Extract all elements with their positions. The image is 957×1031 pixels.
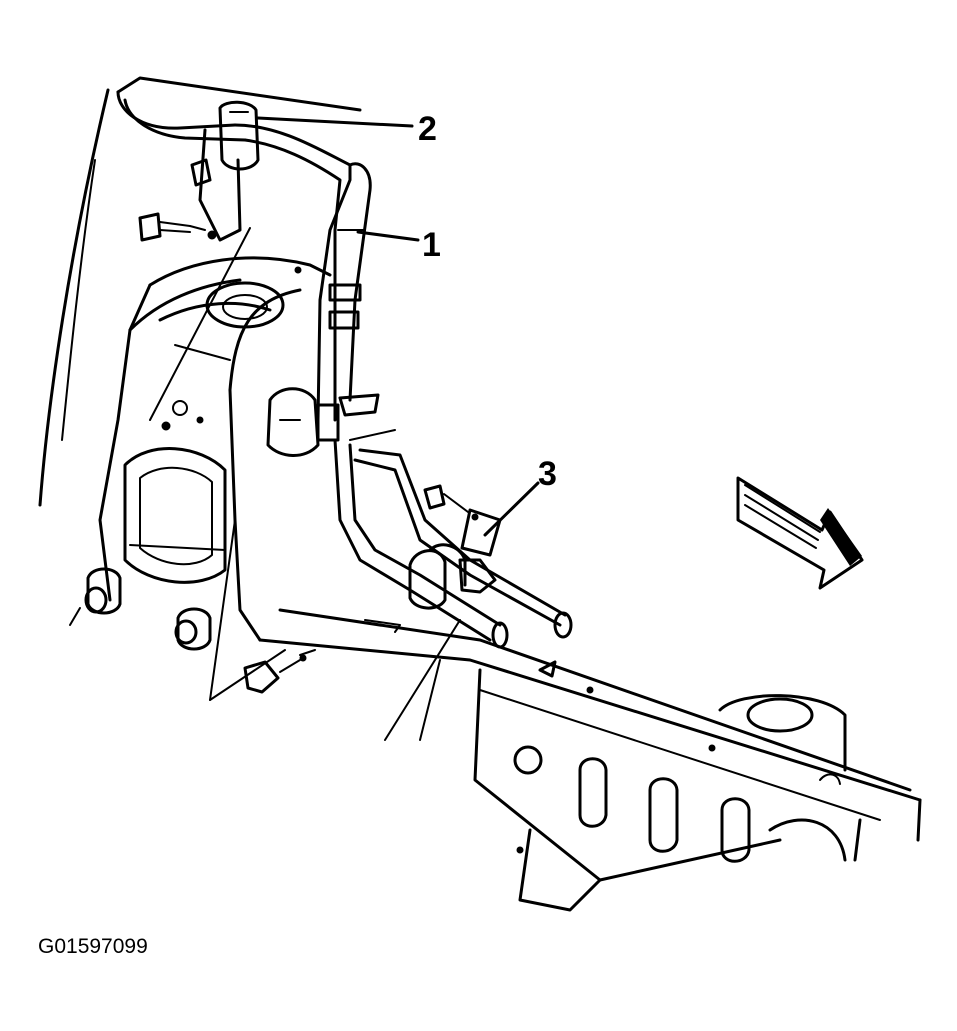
figure-id: G01597099 bbox=[38, 935, 148, 958]
hose-3 bbox=[333, 438, 573, 649]
hose-top-loop bbox=[116, 90, 260, 242]
front-direction-arrow bbox=[736, 476, 864, 590]
frame-rail bbox=[258, 608, 922, 912]
bolt-upper bbox=[138, 212, 217, 242]
callout-leaders bbox=[256, 116, 540, 537]
callout-2: 2 bbox=[418, 110, 437, 148]
hose-1 bbox=[233, 123, 380, 442]
callout-3: 3 bbox=[538, 455, 557, 493]
callout-1: 1 bbox=[422, 226, 441, 264]
assembly-leader-lines bbox=[149, 227, 461, 741]
radiator-support bbox=[98, 256, 332, 642]
fender-outline bbox=[38, 76, 362, 507]
bushings bbox=[69, 567, 316, 694]
